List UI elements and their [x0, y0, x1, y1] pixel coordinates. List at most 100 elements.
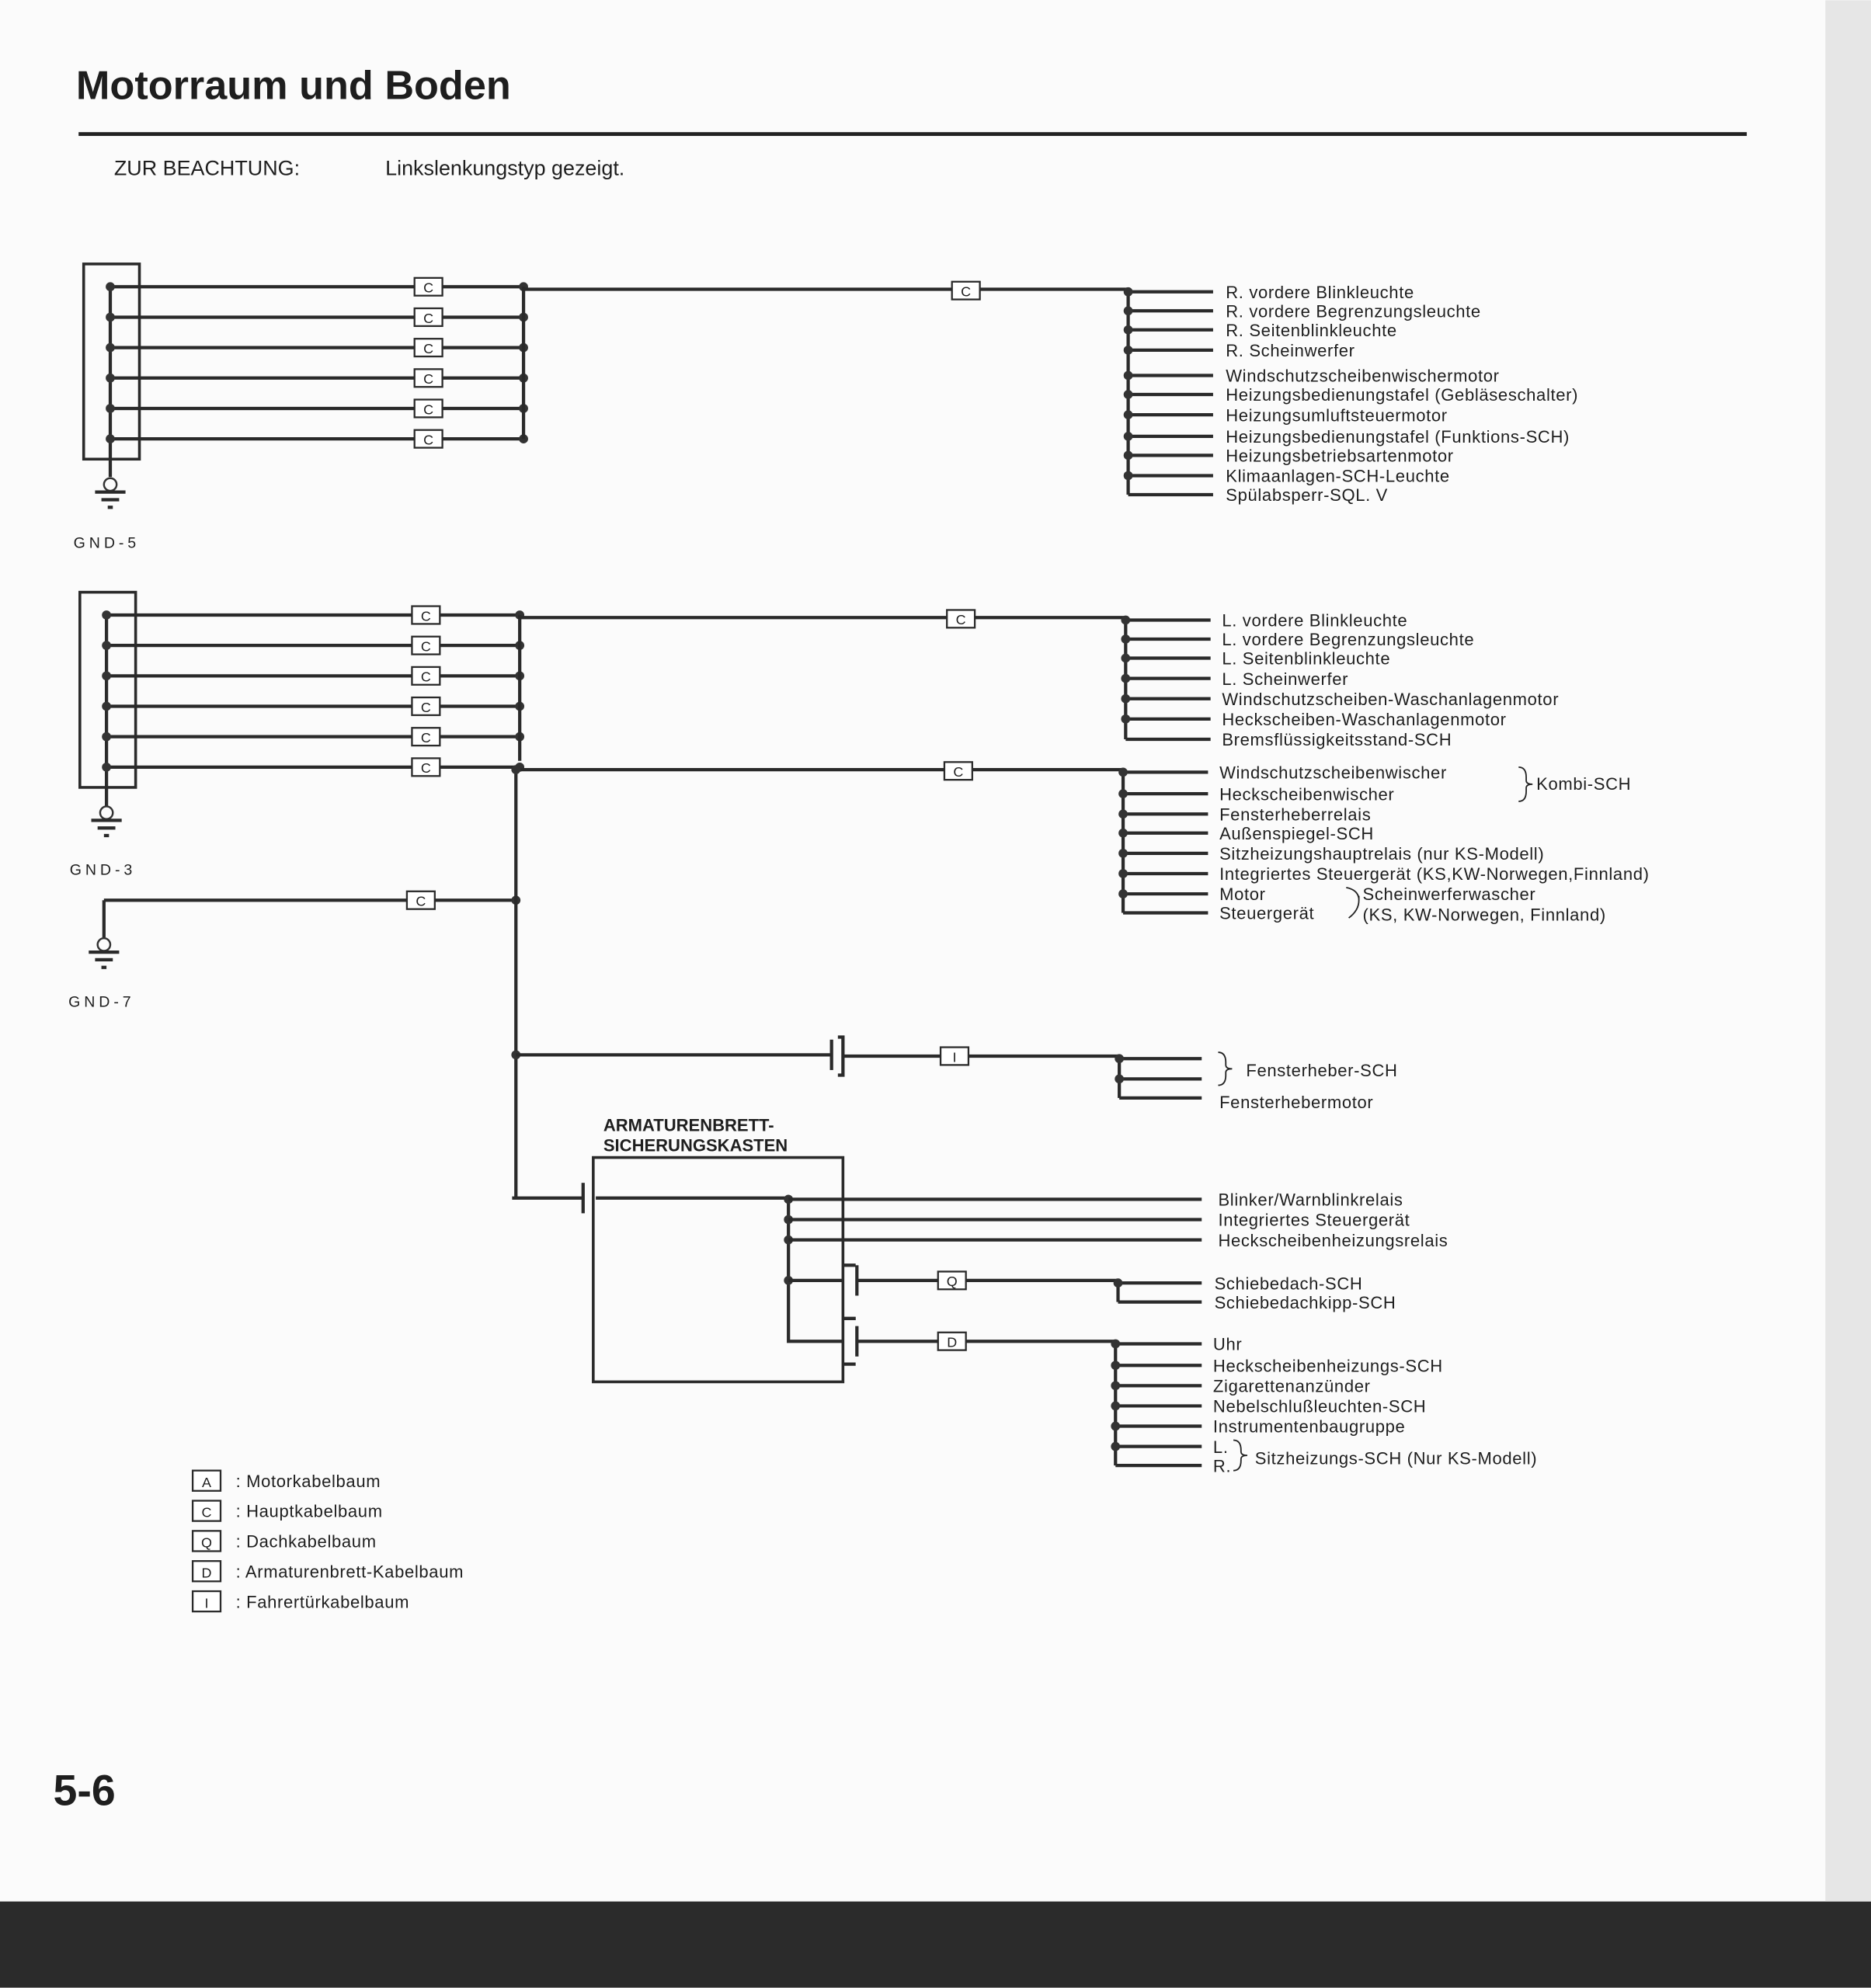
splice-dot: [102, 671, 111, 681]
splice-dot: [1118, 869, 1128, 878]
connector-c-box: [413, 307, 443, 328]
connector-c-label: C: [423, 341, 433, 356]
combo-label: Motor: [1219, 885, 1266, 904]
legend-label: : Armaturenbrett-Kabelbaum: [236, 1562, 464, 1581]
combo-label: Außenspiegel-SCH: [1219, 824, 1374, 843]
brace: [1218, 1051, 1233, 1086]
dash-label: Nebelschlußleuchten-SCH: [1213, 1397, 1426, 1416]
brace: [1233, 1439, 1248, 1472]
fusebox-bus: [787, 1197, 843, 1343]
r-front-label: Heizungsbedienungstafel (Gebläseschalter…: [1226, 385, 1578, 405]
connector-c-box: [413, 429, 443, 449]
connector-c-box: [946, 609, 976, 629]
legend-label: : Motorkabelbaum: [236, 1472, 381, 1491]
splice-dot: [1123, 306, 1133, 316]
l-front-label: L. vordere Blinkleuchte: [1222, 611, 1407, 631]
ground-icon: [103, 477, 118, 492]
ground-icon: [96, 937, 112, 952]
splice-dot: [1115, 1074, 1125, 1084]
r-front-label: Heizungsumluftsteuermotor: [1226, 405, 1448, 425]
note-text: Linkslenkungstyp gezeigt.: [385, 157, 624, 180]
splice-dot: [1123, 287, 1133, 297]
splice-dot: [1111, 1339, 1121, 1349]
connector-c-box: [411, 605, 441, 625]
splice-dot: [1113, 1278, 1123, 1288]
splice-dot: [1123, 450, 1133, 461]
splice-dot: [1121, 693, 1131, 704]
combo-label: Steuergerät: [1219, 904, 1314, 923]
connector-c-label: C: [421, 760, 431, 776]
window-label: Fensterheber-SCH: [1246, 1061, 1397, 1080]
splice-dot: [1123, 390, 1133, 399]
combo-label: Sitzheizungshauptrelais (nur KS-Modell): [1219, 844, 1544, 864]
l-front-label: Bremsflüssigkeitsstand-SCH: [1222, 730, 1452, 749]
splice-dot: [1111, 1441, 1121, 1451]
splice-dot: [102, 732, 111, 742]
splice-dot: [102, 641, 111, 651]
window-label: Fensterhebermotor: [1219, 1093, 1373, 1112]
connector-i-box: [939, 1046, 970, 1066]
l-front-label: L. vordere Begrenzungsleuchte: [1222, 630, 1474, 649]
connector-i-label: I: [952, 1049, 956, 1065]
legend-label: : Fahrertürkabelbaum: [236, 1592, 410, 1611]
legend-code-box: [191, 1469, 222, 1492]
legend-code: Q: [201, 1535, 212, 1551]
fusebox-label-line1: ARMATURENBRETT-: [603, 1115, 774, 1135]
splice-dot: [1118, 789, 1128, 799]
brace: [1518, 766, 1533, 802]
legend-code: A: [202, 1475, 211, 1490]
splice-dot: [1118, 828, 1128, 838]
legend-code: C: [202, 1505, 212, 1521]
connector-q-box: [937, 1270, 967, 1291]
l-front-label: Windschutzscheiben-Waschanlagenmotor: [1222, 690, 1559, 709]
ground-label-gnd3: GND-3: [70, 862, 136, 879]
roof-label: Schiebedach-SCH: [1215, 1274, 1363, 1293]
connector-c-box: [413, 368, 443, 388]
r-front-label: R. vordere Begrenzungsleuchte: [1226, 301, 1481, 321]
connector-c-label: C: [953, 764, 963, 780]
connector-c-box: [411, 757, 441, 777]
splice-dot: [102, 610, 111, 620]
dash-label: Instrumentenbaugruppe: [1213, 1417, 1406, 1437]
ground-label-gnd7: GND-7: [68, 993, 134, 1010]
dash-label: L.: [1213, 1437, 1229, 1457]
legend-code-box: [191, 1500, 222, 1522]
splice-dot: [102, 762, 111, 772]
splice-dot: [1121, 634, 1131, 644]
connector-c-label: C: [423, 432, 433, 447]
splice-dot: [1111, 1421, 1121, 1431]
legend-code-box: [191, 1590, 222, 1613]
r-front-label: Spülabsperr-SQL. V: [1226, 485, 1388, 505]
page-number: 5-6: [54, 1767, 116, 1815]
connector-c-box: [413, 276, 443, 297]
dash-label: Zigarettenanzünder: [1213, 1376, 1371, 1395]
ground-icon: [99, 805, 114, 820]
roof-label: Schiebedachkipp-SCH: [1215, 1293, 1396, 1312]
splice-dot: [1118, 889, 1128, 898]
combo-label: Heckscheibenwischer: [1219, 784, 1394, 804]
splice-dot: [1115, 1054, 1125, 1064]
r-front-label: Heizungsbedienungstafel (Funktions-SCH): [1226, 427, 1570, 447]
l-front-label: L. Seitenblinkleuchte: [1222, 649, 1390, 669]
dash-label: Heckscheibenheizungs-SCH: [1213, 1356, 1443, 1375]
note-prefix: ZUR BEACHTUNG:: [114, 157, 300, 180]
splice-dot: [1111, 1381, 1121, 1391]
connector-c-label: C: [416, 894, 426, 909]
legend-code: D: [202, 1565, 212, 1580]
combo-label: Integriertes Steuergerät (KS,KW-Norwegen…: [1219, 864, 1650, 884]
connector-d-label: D: [947, 1335, 957, 1350]
connector-c-box: [411, 727, 441, 747]
splice-dot: [102, 701, 111, 711]
splice-dot: [1118, 767, 1128, 777]
dash-label: Uhr: [1213, 1335, 1242, 1354]
fusebox-label-line2: SICHERUNGSKASTEN: [603, 1135, 788, 1155]
connector-c-label: C: [423, 311, 433, 326]
kombi-sch-label: Kombi-SCH: [1536, 774, 1631, 794]
l-front-label: L. Scheinwerfer: [1222, 669, 1348, 689]
splice-dot: [1123, 410, 1133, 419]
connector-c-box: [411, 635, 441, 655]
splice-dot: [106, 434, 115, 444]
r-front-label: R. Seitenblinkleuchte: [1226, 321, 1397, 340]
splice-dot: [106, 373, 115, 383]
